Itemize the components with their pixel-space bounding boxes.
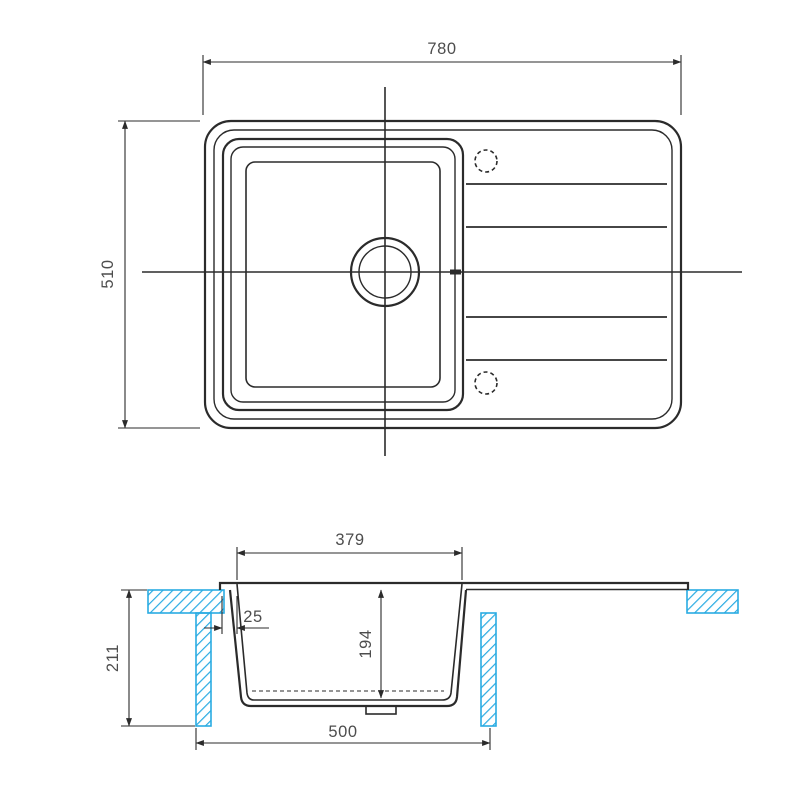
dimension-rim-offset-25: 25 [204,596,269,634]
tap-hole-bottom [474,371,498,395]
countertop-right [686,589,739,614]
dimension-overall-depth-211: 211 [104,589,195,727]
dimension-bowl-width-379: 379 [236,531,463,580]
drain-outlet [365,705,397,715]
sink-section-profile [218,581,690,715]
dimension-width-780: 780 [202,40,682,115]
dim-25-label: 25 [243,608,263,626]
dimension-height-510: 510 [99,120,200,429]
centerlines [142,87,742,456]
dim-510-label: 510 [99,259,117,288]
dim-500-label: 500 [328,723,357,741]
dimension-base-width-500: 500 [195,723,491,750]
support-left [195,612,212,727]
dim-379-label: 379 [335,531,364,549]
tap-hole-top [474,149,498,173]
dim-780-label: 780 [427,40,456,58]
top-view: 780 510 [99,40,742,456]
sink-bowl [221,137,465,412]
drainer-grooves [466,183,667,361]
dimension-bowl-depth-194: 194 [357,589,384,699]
bowl-inner-wall [236,583,463,701]
dim-194-label: 194 [357,629,375,658]
sink-outline [203,119,683,430]
countertop-left [147,589,225,614]
dim-211-label: 211 [104,644,122,672]
bowl-outer-wall [228,589,468,708]
section-view: 379 25 194 211 500 [104,531,739,750]
support-right [480,612,497,727]
